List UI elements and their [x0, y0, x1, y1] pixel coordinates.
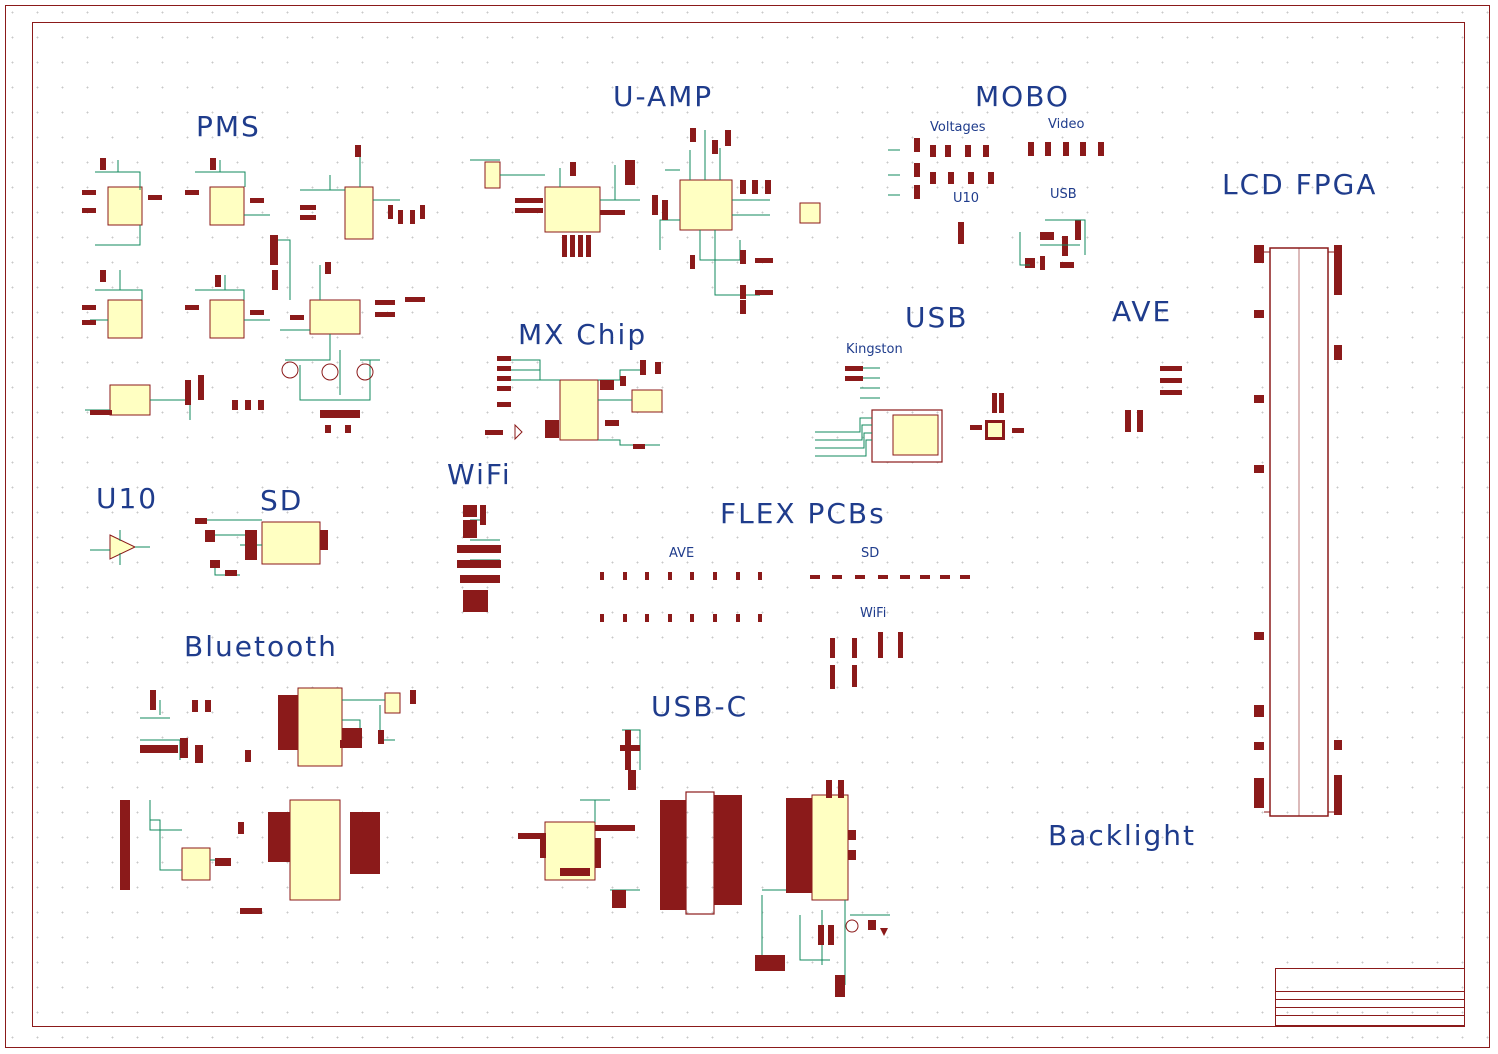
heading-usb-kingston: Kingston: [846, 342, 903, 357]
heading-flex-ave: AVE: [669, 546, 695, 561]
heading-u10: U10: [96, 482, 159, 515]
title-block-row: [1276, 1016, 1464, 1023]
heading-flex-wifi: WiFi: [860, 606, 887, 621]
heading-bluetooth: Bluetooth: [184, 630, 338, 663]
lcd-fpga-connector: [1254, 245, 1342, 817]
heading-sd: SD: [260, 484, 304, 517]
wifi-circuit: [457, 505, 501, 612]
sheet-inner-border: [32, 22, 1465, 1027]
bluetooth-circuits: [120, 687, 416, 914]
mx-chip-circuits: [485, 356, 663, 449]
heading-mx-chip: MX Chip: [518, 318, 648, 351]
sheet-outer-border: [5, 5, 1490, 1048]
title-block-header: [1276, 969, 1464, 992]
heading-lcd-fpga: LCD FPGA: [1222, 168, 1378, 201]
pms-circuits: [82, 145, 425, 433]
usb-c-circuits: [518, 729, 890, 997]
heading-mobo: MOBO: [975, 80, 1070, 113]
heading-mobo-voltages: Voltages: [930, 120, 986, 135]
heading-backlight: Backlight: [1048, 819, 1197, 852]
title-block-row: [1276, 992, 1464, 1000]
heading-u-amp: U-AMP: [613, 80, 714, 113]
heading-flex-sd: SD: [861, 546, 880, 561]
heading-pms: PMS: [196, 110, 261, 143]
sd-circuit: [195, 518, 328, 576]
heading-ave: AVE: [1112, 295, 1173, 328]
u10-circuit: [90, 530, 150, 565]
heading-wifi: WiFi: [447, 458, 512, 491]
flex-pcb-testpoints: [600, 572, 970, 689]
heading-usb: USB: [905, 301, 969, 334]
heading-mobo-usb: USB: [1050, 187, 1077, 202]
heading-mobo-video: Video: [1048, 117, 1085, 132]
heading-flex-pcbs: FLEX PCBs: [720, 497, 886, 530]
heading-mobo-u10: U10: [953, 191, 980, 206]
title-block: [1275, 968, 1465, 1026]
u-amp-circuits: [470, 128, 821, 314]
mobo-circuits: [888, 138, 1104, 270]
usb-kingston-circuits: [815, 366, 1024, 463]
title-block-row: [1276, 1008, 1464, 1016]
heading-usb-c: USB-C: [651, 690, 749, 723]
ave-circuits: [1125, 366, 1182, 432]
title-block-row: [1276, 1000, 1464, 1008]
